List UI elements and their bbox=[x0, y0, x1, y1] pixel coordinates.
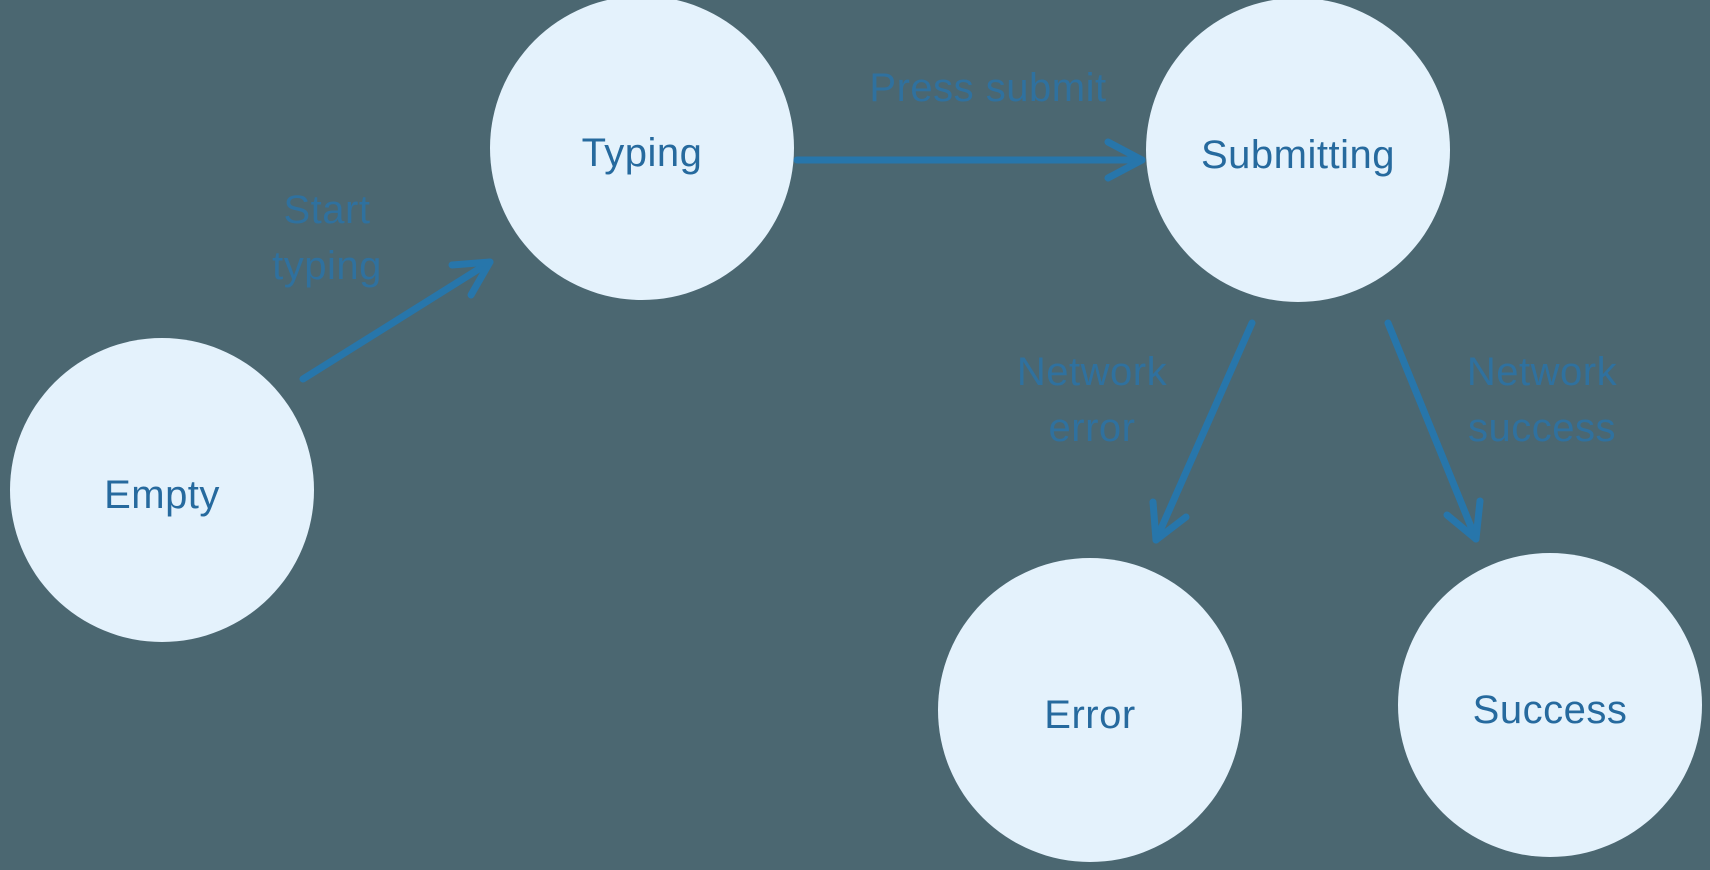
state-label-typing: Typing bbox=[581, 130, 703, 175]
state-node-submitting: Submitting bbox=[1146, 0, 1450, 302]
state-node-success: Success bbox=[1398, 553, 1702, 857]
state-node-empty: Empty bbox=[10, 338, 314, 642]
state-label-success: Success bbox=[1472, 687, 1628, 732]
edge-label-press-submit: Press submit bbox=[869, 66, 1107, 110]
edge-label-start-typing: Start typing bbox=[272, 188, 382, 288]
state-label-error: Error bbox=[1044, 692, 1136, 737]
state-node-typing: Typing bbox=[490, 0, 794, 300]
arrow-typing-to-submitting bbox=[793, 138, 1146, 182]
edge-label-network-success: Network success bbox=[1466, 350, 1618, 450]
state-node-error: Error bbox=[938, 558, 1242, 862]
edge-label-network-error: Network error bbox=[1016, 350, 1168, 450]
state-label-submitting: Submitting bbox=[1201, 132, 1395, 177]
state-label-empty: Empty bbox=[104, 472, 220, 517]
